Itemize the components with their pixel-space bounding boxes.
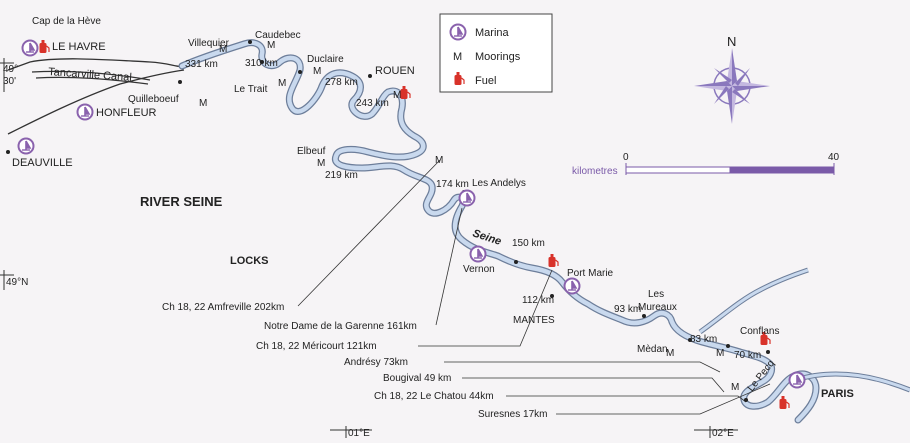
legend: Marina M Moorings Fuel (439, 13, 553, 93)
label-les-andelys: Les Andelys (472, 178, 526, 189)
compass-north: N (727, 34, 736, 49)
mooring-le-pecq: M (731, 382, 739, 393)
lock-suresnes: Suresnes 17km (478, 409, 547, 420)
distance-219: 219 km (325, 170, 358, 181)
lock-leaders (297, 159, 771, 415)
distance-83: 83 km (690, 334, 717, 345)
label-le-trait: Le Trait (234, 84, 268, 95)
fuel-paris-icon (778, 395, 790, 410)
label-honfleur: HONFLEUR (96, 107, 157, 119)
distance-150: 150 km (512, 238, 545, 249)
label-deauville: DEAUVILLE (12, 157, 73, 169)
label-rouen: ROUEN (375, 65, 415, 77)
mooring-medan: M (666, 348, 674, 359)
mooring-markers: M M M M M M M M M M M (199, 40, 739, 393)
lock-notre-dame: Notre Dame de la Garenne 161km (264, 321, 417, 332)
legend-marina-icon (449, 23, 467, 41)
label-mantes: MANTES (513, 315, 555, 326)
mooring-le-trait: M (278, 78, 286, 89)
marina-le-havre-icon (21, 39, 39, 57)
distance-112: 112 km (522, 295, 554, 306)
scale-min: 0 (623, 152, 629, 163)
label-medan: Mèdan (637, 344, 668, 355)
lock-andresy: Andrésy 73km (344, 357, 408, 368)
label-villequier: Villequier (188, 38, 230, 49)
marina-honfleur-icon (76, 103, 94, 121)
fuel-le-havre-icon (38, 39, 50, 54)
mooring-rouen: M (393, 90, 401, 101)
mooring-amfreville: M (435, 155, 443, 166)
distance-278: 278 km (325, 77, 358, 88)
mooring-duclaire: M (313, 66, 321, 77)
label-river-seine: RIVER SEINE (140, 194, 223, 209)
distance-93: 93 km (614, 304, 641, 315)
scale-max: 40 (828, 152, 840, 163)
coastline (7, 58, 185, 135)
label-elbeuf: Elbeuf (297, 146, 326, 157)
marina-port-marie-icon (563, 277, 581, 295)
label-conflans: Conflans (740, 326, 779, 337)
legend-marina-label: Marina (475, 27, 510, 39)
compass-rose: N (694, 34, 770, 124)
lock-bougival: Bougival 49 km (383, 373, 451, 384)
scale-label: kilometres (572, 166, 618, 177)
label-tancarville-canal: Tancarville Canal (48, 66, 132, 84)
lat-49: 49°N (6, 277, 28, 288)
fuel-port-marie-icon (547, 253, 559, 268)
label-les-mureaux-1: Les (648, 289, 664, 300)
lock-amfreville: Ch 18, 22 Amfreville 202km (162, 302, 284, 313)
mooring-elbeuf: M (317, 158, 325, 169)
distance-331: 331 km (185, 59, 218, 70)
label-vernon: Vernon (463, 264, 495, 275)
distance-70: 70 km (734, 350, 761, 361)
distance-174: 174 km (436, 179, 469, 190)
marina-deauville-icon (17, 137, 35, 155)
locks-heading: LOCKS (230, 255, 269, 267)
label-paris: PARIS (821, 388, 854, 400)
lon-01: 01°E (348, 428, 370, 438)
label-duclaire: Duclaire (307, 54, 344, 65)
lat-49-30-min: 30' (3, 76, 16, 87)
distance-243: 243 km (356, 98, 389, 109)
mooring-andresy: M (716, 348, 724, 359)
fuel-rouen-icon (399, 85, 411, 100)
locks-list: LOCKS Ch 18, 22 Amfreville 202km Notre D… (162, 255, 547, 420)
graticule: 49° 30' 49°N 01°E 02°E (0, 58, 738, 439)
legend-fuel-label: Fuel (475, 75, 496, 87)
label-cap-de-la-heve: Cap de la Hève (32, 16, 101, 27)
label-le-havre: LE HAVRE (52, 41, 106, 53)
river-seine (178, 39, 910, 424)
distance-310: 310 km (245, 58, 278, 69)
lon-02: 02°E (712, 428, 734, 438)
lat-49-30-deg: 49° (3, 64, 18, 75)
lock-chatou: Ch 18, 22 Le Chatou 44km (374, 391, 494, 402)
legend-moorings-label: Moorings (475, 51, 521, 63)
marina-vernon-icon (469, 245, 487, 263)
label-quilleboeuf: Quilleboeuf (128, 94, 179, 105)
label-les-mureaux: Mureaux (638, 302, 677, 313)
mooring-caudebec: M (267, 40, 275, 51)
mooring-villequier: M (219, 44, 227, 55)
label-port-marie: Port Marie (567, 268, 614, 279)
marina-paris-icon (788, 371, 806, 389)
label-caudebec: Caudebec (255, 30, 301, 41)
legend-mooring-symbol: M (453, 51, 462, 63)
lock-mericourt: Ch 18, 22 Méricourt 121km (256, 341, 377, 352)
mooring-quilleboeuf: M (199, 98, 207, 109)
scale-bar: 0 40 kilometres (572, 152, 840, 177)
marina-les-andelys-icon (458, 189, 476, 207)
